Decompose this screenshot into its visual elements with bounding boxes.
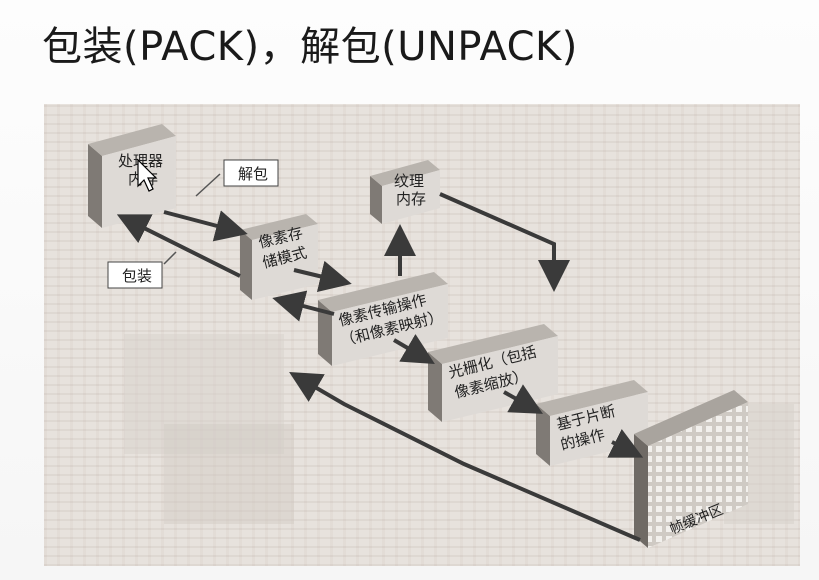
framebuffer-block: 帧缓冲区	[634, 390, 748, 548]
pixel-transfer-block: 像素传输操作 （和像素映射）	[318, 272, 448, 366]
processor-memory-block: 处理器 内存	[88, 124, 176, 228]
mouse-cursor	[137, 158, 158, 192]
pack-label: 包装	[122, 267, 152, 285]
pixel-storage-block: 像素存 储模式	[240, 214, 318, 300]
texture-memory-line1: 纹理	[394, 172, 424, 190]
texture-memory-line2: 内存	[396, 190, 426, 208]
flow-arrows	[116, 192, 644, 542]
pipeline-figure: 处理器 内存 纹理 内存 像素存 储模式 像素传输操作 （和像素映射） 光栅化（…	[44, 104, 800, 566]
slide-title: 包装(PACK)，解包(UNPACK)	[42, 24, 578, 70]
texture-memory-block: 纹理 内存	[370, 160, 440, 224]
unpack-callout: 解包	[195, 159, 279, 197]
processor-memory-line1: 处理器	[118, 152, 163, 170]
pack-callout: 包装	[107, 251, 177, 289]
unpack-label: 解包	[238, 165, 268, 183]
